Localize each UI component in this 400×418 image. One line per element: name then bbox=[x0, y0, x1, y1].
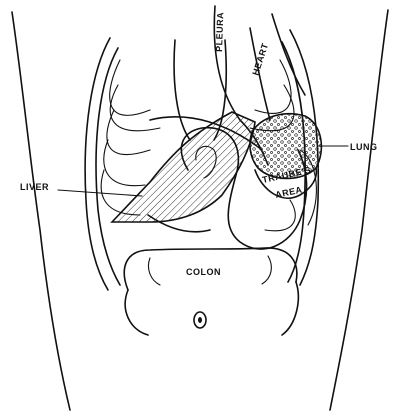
label-lung: LUNG bbox=[350, 142, 378, 152]
colon bbox=[124, 248, 298, 335]
label-pleura: PLEURA bbox=[214, 12, 225, 52]
umbilicus bbox=[194, 312, 206, 328]
label-colon: COLON bbox=[186, 267, 221, 277]
label-liver: LIVER bbox=[20, 182, 49, 192]
